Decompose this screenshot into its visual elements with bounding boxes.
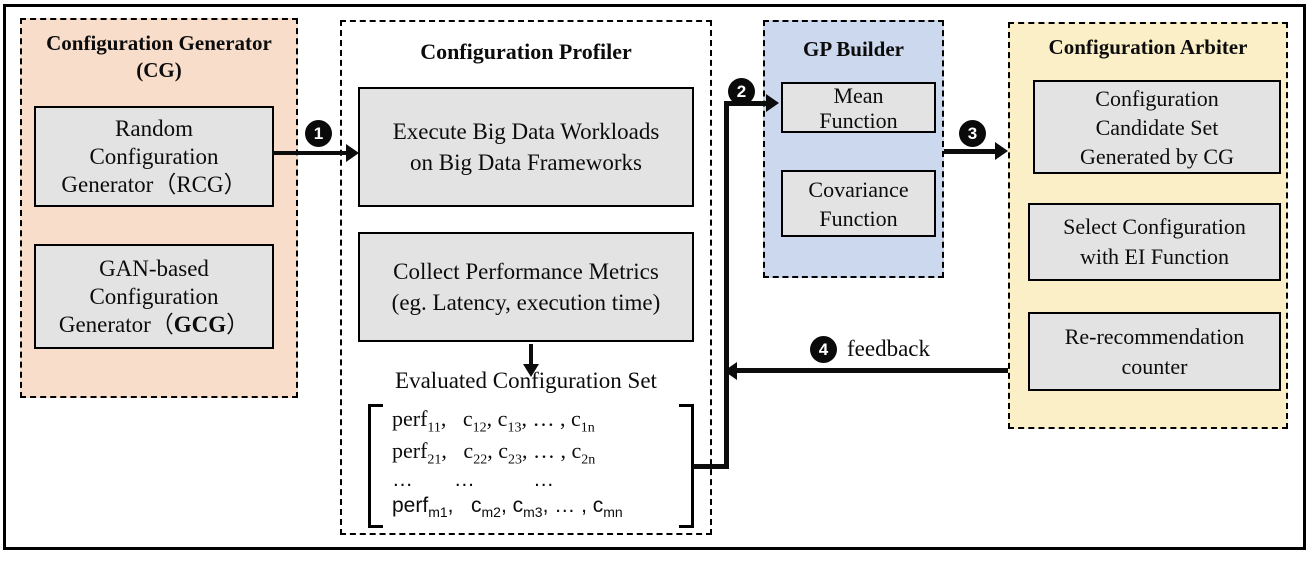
configuration-generator-title: Configuration Generator (CG)	[22, 30, 296, 84]
step4-badge: 4	[810, 336, 837, 363]
matrix-row-1: perf11, c12, c13, … , c1n	[392, 406, 595, 436]
arrow2-vertical-segment	[724, 101, 729, 469]
select-line1: Select Configuration	[1063, 214, 1246, 239]
gcg-acronym: GCG	[173, 311, 227, 337]
configuration-candidate-set-box: Configuration Candidate Set Generated by…	[1033, 80, 1281, 174]
arrow2-arrowhead-icon	[766, 94, 779, 112]
configuration-arbiter-title: Configuration Arbiter	[1048, 35, 1248, 59]
arrow1-arrowhead-icon	[346, 144, 359, 162]
covariance-line2: Function	[819, 205, 898, 231]
configuration-profiler-title: Configuration Profiler	[420, 39, 632, 64]
random-configuration-generator-box: Random Configuration Generator（RCG）	[34, 106, 274, 207]
matrix-row-4: perfm1, cm2, cm3, … , cmn	[392, 494, 623, 521]
gcg-line3: Generator（GCG）	[59, 311, 249, 339]
rerec-line1: Re-recommendation	[1064, 323, 1245, 349]
collect-metrics-box: Collect Performance Metrics (eg. Latency…	[358, 232, 694, 342]
step3-badge: 3	[959, 120, 986, 147]
feedback-label: feedback	[847, 336, 930, 361]
configuration-generator-title-line2: (CG)	[136, 58, 182, 82]
arrow1-line	[272, 151, 348, 155]
mean-function-box: Mean Function	[781, 82, 936, 133]
matrix-left-bracket	[368, 404, 383, 528]
candidate-line2: Candidate Set	[1095, 114, 1219, 140]
execute-workloads-box: Execute Big Data Workloads on Big Data F…	[358, 87, 694, 207]
covariance-line1: Covariance	[808, 176, 909, 202]
rcg-line3: Generator（RCG）	[61, 171, 247, 197]
arrow4-line	[736, 368, 1008, 373]
execute-line1: Execute Big Data Workloads	[392, 119, 660, 144]
gcg-line1: GAN-based	[99, 255, 209, 281]
rcg-line2: Configuration	[89, 143, 219, 169]
gcg-line3-pre: Generator（	[58, 311, 174, 337]
diagram-outer-border	[3, 4, 1306, 550]
evaluated-configuration-set-label: Evaluated Configuration Set	[395, 368, 657, 393]
re-recommendation-counter-box: Re-recommendation counter	[1028, 312, 1281, 391]
arrow2-bottom-segment	[693, 464, 726, 469]
arrow4-arrowhead-icon	[724, 362, 737, 380]
mean-line2: Function	[819, 107, 898, 133]
step2-badge: 2	[728, 78, 755, 105]
matrix-row-3: … … …	[392, 468, 555, 491]
candidate-line1: Configuration	[1095, 85, 1219, 111]
covariance-function-box: Covariance Function	[781, 170, 936, 237]
collect-to-evaluated-arrow-line	[529, 344, 533, 366]
gp-builder-title: GP Builder	[803, 37, 904, 61]
collect-line2: (eg. Latency, execution time)	[391, 290, 661, 315]
step1-badge: 1	[305, 120, 332, 147]
gan-based-configuration-generator-box: GAN-based Configuration Generator（GCG）	[34, 244, 274, 349]
rcg-line1: Random	[115, 115, 193, 141]
collect-line1: Collect Performance Metrics	[393, 259, 659, 284]
matrix-row-2: perf21, c22, c23, … , c2n	[392, 438, 596, 468]
configuration-generator-title-line1: Configuration Generator	[46, 31, 272, 55]
select-line2: with EI Function	[1079, 244, 1230, 269]
rerec-line2: counter	[1121, 353, 1188, 379]
matrix-right-bracket	[679, 404, 694, 528]
arrow3-arrowhead-icon	[995, 142, 1008, 160]
gcg-line3-post: ）	[226, 311, 250, 337]
candidate-line3: Generated by CG	[1080, 143, 1234, 169]
select-configuration-box: Select Configuration with EI Function	[1028, 203, 1281, 281]
gcg-line2: Configuration	[89, 283, 219, 309]
collect-to-evaluated-arrowhead-icon	[523, 364, 539, 377]
mean-line1: Mean	[833, 82, 884, 108]
arrow3-line	[944, 149, 998, 154]
execute-line2: on Big Data Frameworks	[410, 150, 642, 175]
